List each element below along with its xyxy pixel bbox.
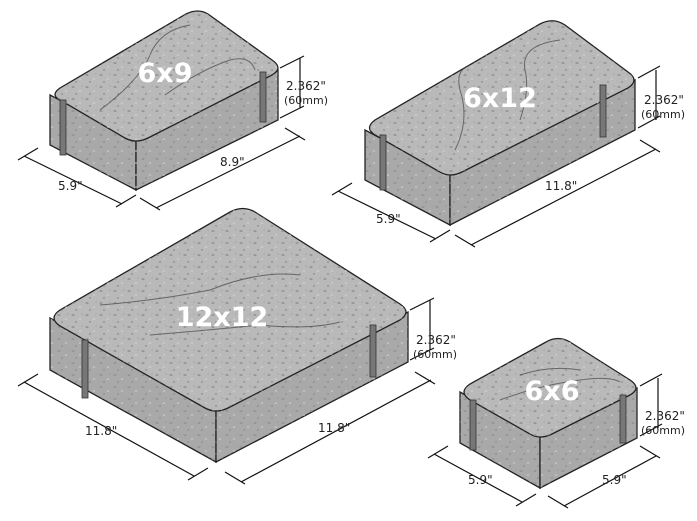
paver-6x12: 6x12 2.362" (60mm) 5.9" 11.8" bbox=[331, 20, 685, 248]
paver-6x12-width-dim-line bbox=[331, 182, 451, 243]
paver-6x9: 6x9 2.362" (60mm) 5.9" 8.9" bbox=[17, 10, 328, 211]
paver-6x9-width-dim-line bbox=[17, 147, 137, 208]
paver-6x6-width: 5.9" bbox=[468, 473, 493, 487]
paver-6x12-spacer-left bbox=[379, 134, 387, 191]
paver-12x12-spacer-right bbox=[369, 324, 377, 378]
paver-6x9-height-mm: (60mm) bbox=[284, 94, 328, 107]
paver-12x12-length: 11.8" bbox=[318, 421, 350, 435]
paver-6x6-length: 5.9" bbox=[602, 473, 627, 487]
paver-12x12-width-dim-line bbox=[17, 373, 209, 481]
paver-6x6-width-dim-line bbox=[427, 445, 537, 507]
paver-6x9-height: 2.362" bbox=[286, 79, 326, 93]
paver-12x12-height-dim-line bbox=[409, 297, 435, 361]
paver-6x9-spacer-left bbox=[59, 99, 67, 156]
paver-6x9-length-dim-line bbox=[139, 127, 306, 211]
paver-6x12-length: 11.8" bbox=[545, 179, 577, 193]
paver-6x6-height-dim-line bbox=[639, 373, 663, 437]
paver-6x9-width: 5.9" bbox=[58, 179, 83, 193]
paver-12x12-length-dim-line bbox=[224, 371, 436, 485]
paver-6x12-label: 6x12 bbox=[463, 83, 537, 114]
paver-6x9-height-dim-line bbox=[279, 55, 305, 119]
paver-6x12-width: 5.9" bbox=[376, 212, 401, 226]
paver-6x6-spacer-right bbox=[619, 394, 627, 444]
paver-6x6-spacer-left bbox=[469, 399, 477, 451]
paver-6x9-vein bbox=[99, 24, 191, 111]
paver-6x12-spacer-right bbox=[599, 84, 607, 138]
paver-6x12-length-dim-line bbox=[454, 139, 661, 248]
paver-6x9-length: 8.9" bbox=[220, 155, 245, 169]
paver-6x9-spacer-right bbox=[259, 71, 267, 123]
paver-6x12-height-dim-line bbox=[637, 65, 661, 129]
paver-6x12-height-mm: (60mm) bbox=[641, 108, 685, 121]
paver-6x6-label: 6x6 bbox=[525, 376, 580, 407]
paver-6x12-height: 2.362" bbox=[644, 93, 684, 107]
paver-6x6-height-mm: (60mm) bbox=[641, 424, 685, 437]
paver-6x6-length-dim-line bbox=[547, 445, 661, 509]
paver-6x6-height: 2.362" bbox=[645, 409, 685, 423]
paver-6x9-label: 6x9 bbox=[138, 58, 193, 89]
paver-6x6: 6x6 2.362" (60mm) 5.9" 5.9" bbox=[427, 337, 685, 509]
paver-12x12-height: 2.362" bbox=[416, 333, 456, 347]
paver-12x12-spacer-left bbox=[81, 339, 89, 399]
paver-12x12: 12x12 2.362" (60mm) 11.8" 11.8" bbox=[17, 207, 457, 485]
paver-12x12-height-mm: (60mm) bbox=[413, 348, 457, 361]
paver-12x12-width: 11.8" bbox=[85, 424, 117, 438]
paver-12x12-label: 12x12 bbox=[176, 302, 269, 333]
